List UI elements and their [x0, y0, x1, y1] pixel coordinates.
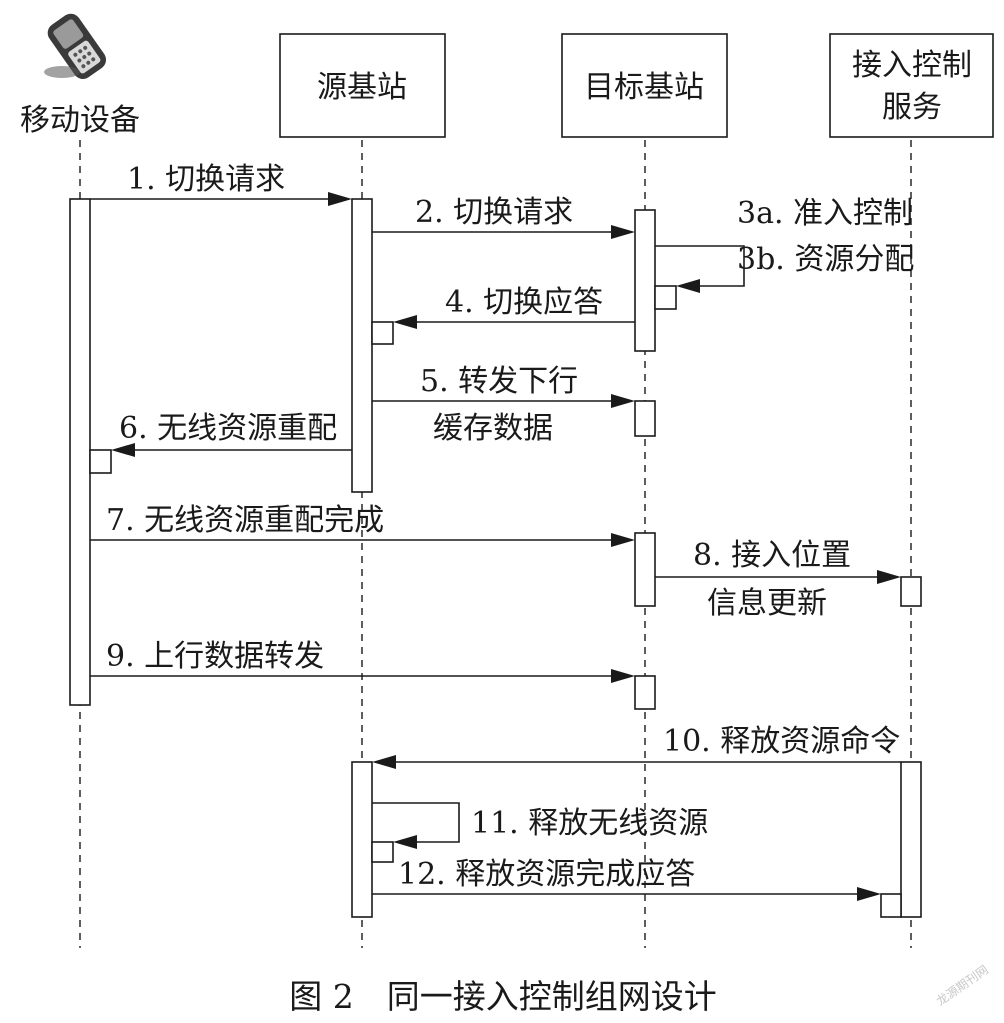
receipt-box-source-4 [371, 321, 394, 345]
activation-source-2 [351, 761, 373, 918]
message-6: 6. 无线资源重配 [111, 411, 352, 457]
message-3-self: 3a. 准入控制 3b. 资源分配 [655, 196, 914, 293]
activation-target-2 [634, 400, 656, 437]
message-1: 1. 切换请求 [90, 162, 352, 206]
watermark-text: 龙源期刊网 [934, 963, 991, 1009]
message-8: 8. 接入位置 信息更新 [655, 538, 901, 621]
participant-access-box [829, 33, 994, 138]
message-10-label: 10. 释放资源命令 [663, 724, 900, 759]
message-11-label: 11. 释放无线资源 [471, 806, 708, 841]
message-4-label: 4. 切换应答 [445, 285, 603, 320]
message-5-label-line1: 5. 转发下行 [420, 364, 578, 399]
message-8-label-line2: 信息更新 [707, 586, 827, 621]
figure-caption: 图 2 同一接入控制组网设计 [289, 977, 717, 1016]
message-9: 9. 上行数据转发 [90, 639, 635, 683]
message-2-label: 2. 切换请求 [415, 195, 573, 230]
receipt-box-source-11 [371, 841, 394, 863]
message-5-label-line2: 缓存数据 [433, 411, 553, 446]
message-3a-label: 3a. 准入控制 [737, 196, 913, 231]
message-7-label: 7. 无线资源重配完成 [106, 503, 384, 538]
receipt-box-access-8 [900, 576, 922, 607]
activation-target-4 [634, 675, 656, 710]
activation-source-1 [351, 198, 373, 493]
participant-mobile-label: 移动设备 [20, 103, 140, 138]
participant-target-label: 目标基站 [584, 70, 704, 105]
message-2: 2. 切换请求 [372, 195, 635, 239]
activation-access-1 [900, 761, 922, 918]
message-9-label: 9. 上行数据转发 [106, 639, 324, 674]
receipt-box-mobile-6 [89, 449, 112, 474]
participant-source-label: 源基站 [317, 70, 407, 105]
mobile-phone-icon [47, 13, 107, 79]
message-10: 10. 释放资源命令 [372, 724, 901, 769]
activation-mobile [69, 198, 91, 706]
message-8-label-line1: 8. 接入位置 [693, 538, 851, 573]
receipt-box-target-3b [654, 285, 677, 310]
participant-target-box [561, 33, 728, 138]
message-7: 7. 无线资源重配完成 [90, 503, 635, 547]
message-3b-label: 3b. 资源分配 [737, 242, 914, 277]
phone-shadow [44, 66, 80, 78]
participant-source-box [279, 33, 446, 138]
message-6-label: 6. 无线资源重配 [119, 411, 337, 446]
message-5: 5. 转发下行 缓存数据 [372, 364, 635, 446]
message-12-label: 12. 释放资源完成应答 [398, 857, 695, 892]
participant-access-label-line2: 服务 [882, 90, 942, 125]
message-1-label: 1. 切换请求 [127, 162, 285, 197]
message-11-self: 11. 释放无线资源 [372, 802, 708, 849]
message-12: 12. 释放资源完成应答 [372, 857, 881, 901]
receipt-box-access-12 [880, 893, 902, 918]
activation-target-1 [634, 209, 656, 352]
message-4: 4. 切换应答 [393, 285, 635, 329]
participant-access-label-line1: 接入控制 [852, 48, 972, 83]
activation-target-3 [634, 532, 656, 607]
